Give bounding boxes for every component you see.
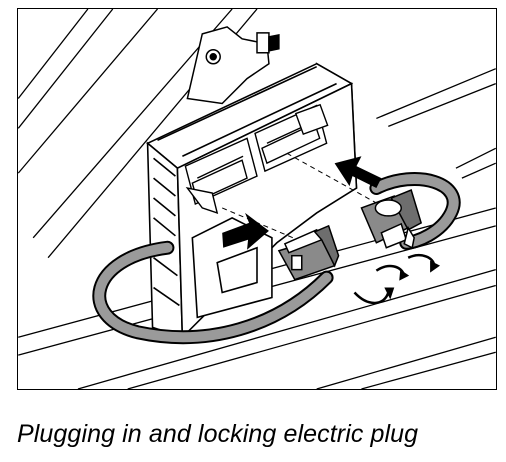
left-socket [184, 137, 258, 214]
right-plug [360, 189, 423, 249]
illustration-frame [17, 8, 497, 390]
rotate-arrow-icon [353, 254, 436, 305]
mounting-bracket [186, 26, 280, 105]
rotate-arrowheads [384, 260, 441, 300]
left-plug [277, 224, 340, 281]
vehicle-frame-lines [18, 9, 496, 389]
plug-locking-illustration [18, 9, 496, 389]
push-arrow-icon [222, 212, 269, 250]
push-arrow-icon [334, 156, 382, 189]
right-socket [254, 103, 329, 173]
control-unit-box [146, 62, 358, 340]
figure-caption: Plugging in and locking electric plug [17, 420, 419, 448]
wiring-harness [92, 172, 461, 345]
